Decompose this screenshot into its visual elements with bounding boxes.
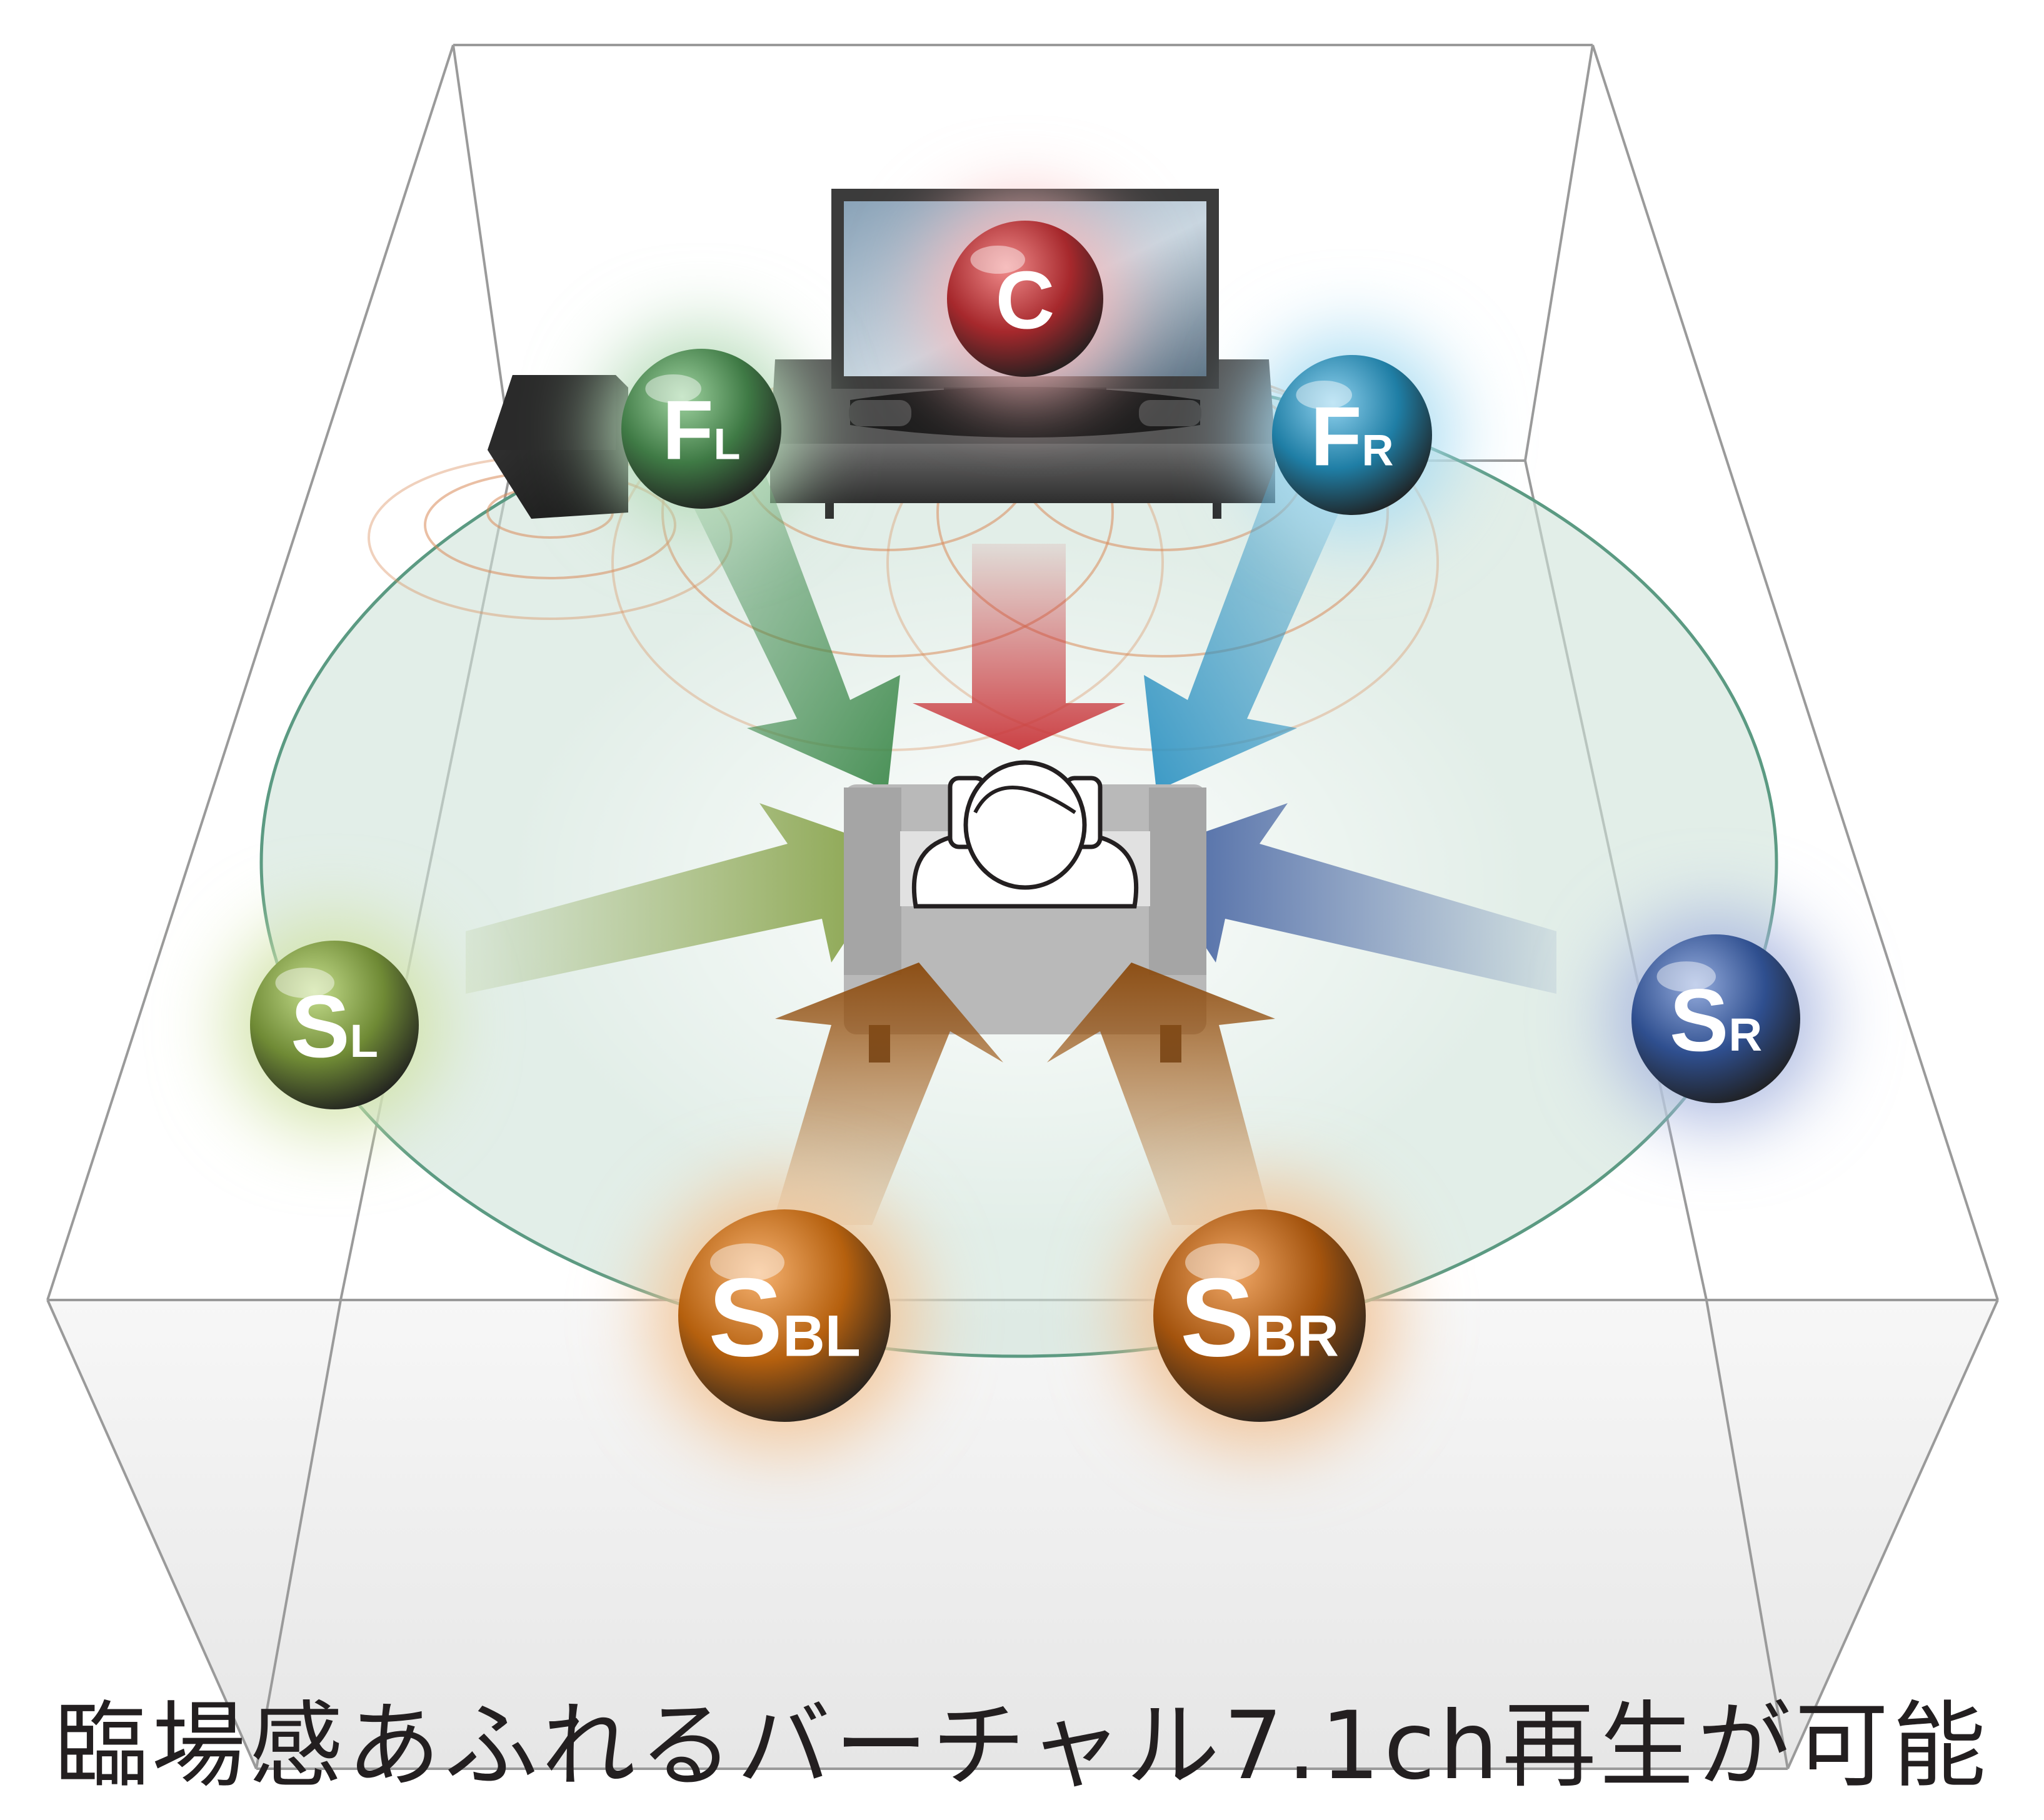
speaker-sphere: [621, 349, 781, 509]
speaker-label: FR: [1311, 389, 1394, 483]
speaker-sphere: [1631, 934, 1800, 1103]
speaker-sphere: [1153, 1209, 1366, 1422]
speaker-label-main: F: [1311, 389, 1362, 483]
speaker-label-sub: L: [350, 1015, 378, 1067]
caption: 臨場感あふれるバーチャル7.1ch再生が可能: [54, 1692, 1990, 1801]
speaker-sphere: [250, 941, 419, 1109]
speaker-label: SBR: [1180, 1254, 1339, 1379]
rear-arrows: [772, 962, 1275, 1225]
speaker-sphere: [947, 221, 1103, 377]
speaker-fl: FL: [601, 329, 801, 529]
subwoofer: [488, 375, 628, 519]
speaker-label-main: S: [1670, 971, 1729, 1070]
speaker-c: C: [927, 201, 1123, 397]
speaker-label: SL: [291, 978, 378, 1076]
speaker-fr: FR: [1252, 335, 1452, 535]
speaker-label-main: S: [708, 1254, 783, 1379]
speaker-highlight: [970, 246, 1025, 274]
speaker-highlight: [1656, 961, 1716, 992]
speaker-highlight: [1296, 380, 1352, 410]
speaker-sphere: [1272, 355, 1432, 515]
arrow-surround-back-right: [1047, 962, 1275, 1225]
speaker-highlight: [645, 374, 701, 404]
listening-chair: [844, 760, 1206, 1062]
arrow-surround-right: [1144, 803, 1556, 994]
speaker-highlight: [275, 968, 334, 998]
speaker-highlight: [1185, 1243, 1260, 1282]
speaker-sl: SL: [229, 919, 440, 1131]
speaker-label-main: S: [291, 978, 350, 1076]
arrow-surround-back-left: [772, 962, 1003, 1225]
speaker-label-sub: BL: [783, 1302, 861, 1368]
speaker-label-sub: R: [1362, 425, 1394, 474]
speaker-label-sub: BR: [1255, 1302, 1339, 1368]
speaker-label-main: S: [1180, 1254, 1255, 1379]
speaker-label-main: F: [662, 383, 713, 477]
speaker-label-sub: R: [1728, 1009, 1762, 1061]
speaker-sphere: [678, 1209, 891, 1422]
speaker-label-sub: L: [714, 419, 741, 468]
room-floor: [48, 1300, 1998, 1769]
arrow-surround-left: [466, 803, 903, 994]
speaker-label-main: C: [996, 254, 1055, 346]
soundbar: [849, 387, 1201, 438]
speaker-sbr: SBR: [1126, 1182, 1393, 1449]
speaker-highlight: [710, 1243, 784, 1282]
speaker-sbl: SBL: [651, 1182, 918, 1449]
arrow-center: [913, 544, 1125, 750]
speaker-label: SR: [1670, 971, 1762, 1070]
speaker-label: SBL: [708, 1254, 861, 1379]
speaker-label: C: [996, 254, 1055, 346]
speaker-label: FL: [662, 383, 740, 477]
speaker-sr: SR: [1610, 913, 1821, 1124]
